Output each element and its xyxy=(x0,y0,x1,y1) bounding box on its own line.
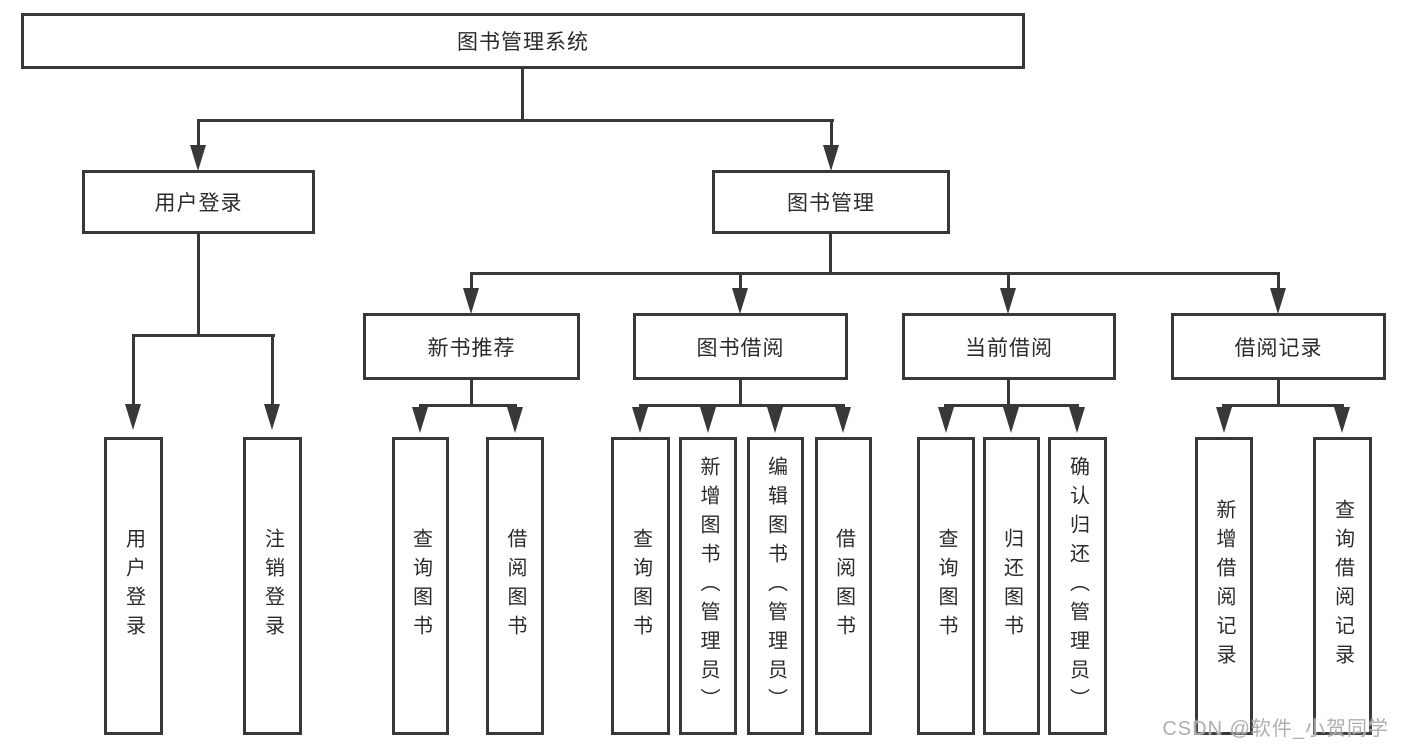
node-borrow-record: 借阅记录 xyxy=(1171,313,1386,380)
connector-user-login-stem xyxy=(197,234,200,337)
connector-root-bar xyxy=(197,119,834,122)
connector-drop-new-book xyxy=(470,272,473,290)
leaf-b2-add-books-admin-label: 新增图书（管理员） xyxy=(697,455,719,717)
connector-b4-stem xyxy=(1277,380,1280,407)
arrowhead-b2-query xyxy=(632,407,648,433)
node-current-borrow: 当前借阅 xyxy=(902,313,1116,380)
node-book-mgmt: 图书管理 xyxy=(712,170,950,234)
leaf-b4-query-record-label: 查询借阅记录 xyxy=(1331,499,1354,673)
leaf-b2-borrow-books: 借阅图书 xyxy=(815,437,872,735)
leaf-logout-label: 注销登录 xyxy=(261,528,284,644)
connector-drop-book-mgmt xyxy=(830,119,833,147)
leaf-b3-query-books-label: 查询图书 xyxy=(935,528,957,644)
connector-drop-leaf-logout xyxy=(271,334,274,406)
node-user-login-label: 用户登录 xyxy=(154,192,243,215)
arrowhead-new-book xyxy=(463,288,479,314)
connector-b3-bar xyxy=(944,404,1079,407)
leaf-b1-query-books: 查询图书 xyxy=(392,437,449,735)
arrowhead-current-borrow xyxy=(1000,288,1016,314)
connector-b2-bar xyxy=(639,404,845,407)
arrowhead-user-login xyxy=(190,145,206,171)
connector-book-mgmt-bar xyxy=(470,272,1280,275)
leaf-b3-confirm-return-admin: 确认归还（管理员） xyxy=(1048,437,1107,735)
leaf-b1-borrow-books: 借阅图书 xyxy=(486,437,544,735)
arrowhead-b2-edit xyxy=(767,407,783,433)
leaf-b3-confirm-return-admin-label: 确认归还（管理员） xyxy=(1066,455,1089,717)
leaf-b2-edit-books-admin: 编辑图书（管理员） xyxy=(747,437,804,735)
leaf-b2-query-books: 查询图书 xyxy=(611,437,670,735)
node-new-book-rec-label: 新书推荐 xyxy=(427,336,516,360)
arrowhead-book-mgmt xyxy=(823,145,839,171)
leaf-b2-query-books-label: 查询图书 xyxy=(629,528,652,644)
arrowhead-b3-query xyxy=(938,407,954,433)
connector-b1-stem xyxy=(470,380,473,407)
node-current-borrow-label: 当前借阅 xyxy=(965,336,1053,360)
arrowhead-leaf-login xyxy=(125,404,141,430)
leaf-b1-borrow-books-label: 借阅图书 xyxy=(504,528,526,644)
leaf-user-login-label: 用户登录 xyxy=(122,528,145,644)
connector-drop-user-login xyxy=(197,119,200,147)
leaf-b4-query-record: 查询借阅记录 xyxy=(1313,437,1372,735)
leaf-b2-add-books-admin: 新增图书（管理员） xyxy=(679,437,737,735)
node-new-book-rec: 新书推荐 xyxy=(363,313,580,380)
leaf-user-login: 用户登录 xyxy=(104,437,163,735)
leaf-b1-query-books-label: 查询图书 xyxy=(409,528,432,644)
leaf-logout: 注销登录 xyxy=(243,437,302,735)
node-borrow-record-label: 借阅记录 xyxy=(1234,336,1323,360)
connector-book-mgmt-stem xyxy=(829,234,832,275)
connector-b2-stem xyxy=(739,380,742,407)
csdn-watermark: CSDN @软件_小贺同学 xyxy=(1162,718,1389,740)
arrowhead-b2-borrow xyxy=(835,407,851,433)
connector-b3-stem xyxy=(1007,380,1010,407)
arrowhead-b1-borrow xyxy=(507,407,523,433)
leaf-b4-add-record-label: 新增借阅记录 xyxy=(1213,499,1235,673)
node-book-mgmt-label: 图书管理 xyxy=(787,192,875,215)
arrowhead-b3-return xyxy=(1003,407,1019,433)
leaf-b2-edit-books-admin-label: 编辑图书（管理员） xyxy=(764,455,787,717)
arrowhead-b3-confirm xyxy=(1069,407,1085,433)
connector-drop-borrow-record xyxy=(1277,272,1280,290)
node-root: 图书管理系统 xyxy=(21,13,1025,69)
leaf-b2-borrow-books-label: 借阅图书 xyxy=(832,528,855,644)
arrowhead-b2-add xyxy=(700,407,716,433)
connector-b4-bar xyxy=(1222,404,1344,407)
connector-user-login-bar xyxy=(132,334,275,337)
arrowhead-borrow-record xyxy=(1270,288,1286,314)
leaf-b3-query-books: 查询图书 xyxy=(917,437,975,735)
arrowhead-book-borrow xyxy=(732,288,748,314)
node-root-label: 图书管理系统 xyxy=(457,31,589,54)
connector-drop-book-borrow xyxy=(739,272,742,290)
connector-b1-bar xyxy=(419,404,517,407)
leaf-b3-return-books: 归还图书 xyxy=(983,437,1040,735)
arrowhead-b4-query xyxy=(1334,407,1350,433)
leaf-b3-return-books-label: 归还图书 xyxy=(1000,528,1023,644)
node-user-login: 用户登录 xyxy=(82,170,315,234)
connector-root-stem xyxy=(521,69,524,122)
node-book-borrow: 图书借阅 xyxy=(633,313,848,380)
arrowhead-leaf-logout xyxy=(264,404,280,430)
connector-drop-current-borrow xyxy=(1007,272,1010,290)
connector-drop-leaf-login xyxy=(132,334,135,406)
node-book-borrow-label: 图书借阅 xyxy=(696,336,785,360)
arrowhead-b1-query xyxy=(412,407,428,433)
arrowhead-b4-add xyxy=(1216,407,1232,433)
leaf-b4-add-record: 新增借阅记录 xyxy=(1195,437,1253,735)
